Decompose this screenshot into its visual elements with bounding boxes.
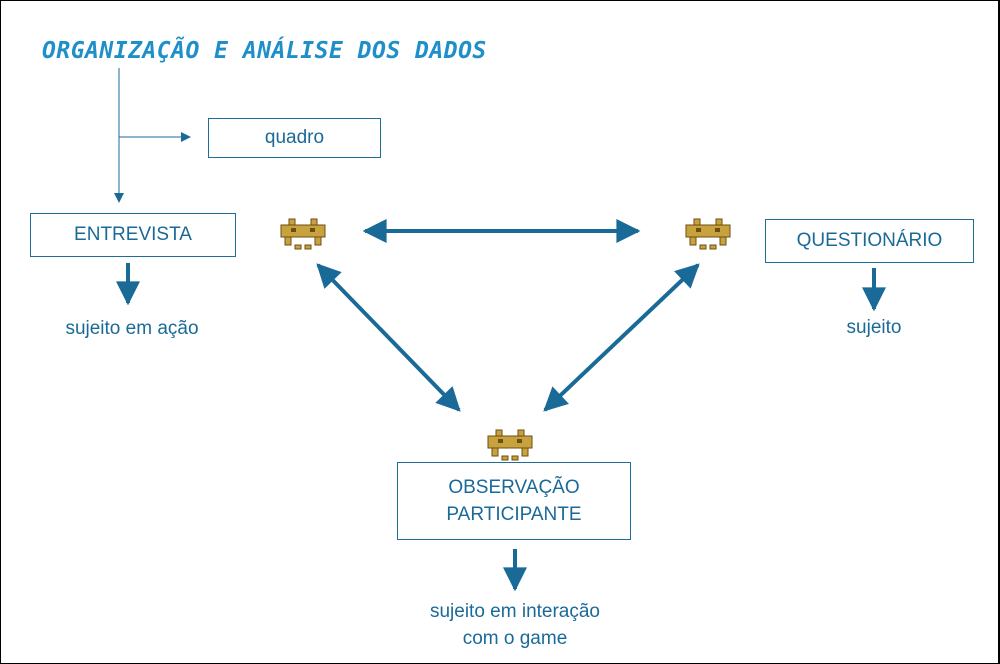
entrevista-outcome: sujeito em ação [65,318,199,339]
entrevista-label: ENTREVISTA [74,224,192,245]
observacao-label-line1: OBSERVAÇÃO [448,477,580,498]
arrow-questionario-observacao [543,263,700,412]
observacao-outcome-line2: com o game [462,628,568,649]
questionario-box: QUESTIONÁRIO [765,219,974,263]
entrevista-box: ENTREVISTA [30,213,236,257]
space-invader-icon [280,218,326,250]
quadro-box: quadro [208,118,381,158]
observacao-label-line2: PARTICIPANTE [446,504,582,525]
arrow-entrevista-observacao [316,263,461,412]
space-invader-icon [685,218,731,250]
space-invader-icon [487,429,533,461]
observacao-outcome-line1: sujeito em interação [429,601,601,622]
observacao-box: OBSERVAÇÃO PARTICIPANTE [397,462,631,540]
diagram-title: ORGANIZAÇÃO E ANÁLISE DOS DADOS [42,38,487,64]
quadro-label: quadro [264,127,325,148]
questionario-outcome: sujeito [846,317,902,338]
questionario-label: QUESTIONÁRIO [796,230,943,251]
observacao-outcome: sujeito em interação com o game [380,598,650,652]
